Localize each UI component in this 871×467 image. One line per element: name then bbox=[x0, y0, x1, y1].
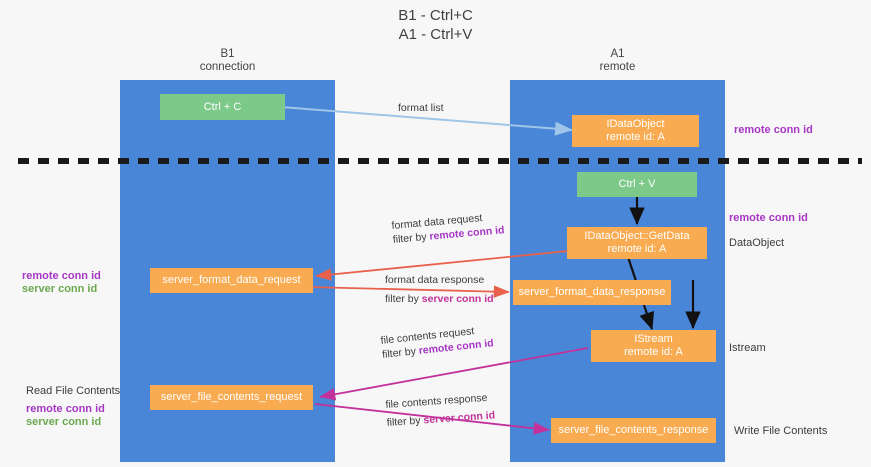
box-ctrl-c-label: Ctrl + C bbox=[203, 100, 242, 113]
filter-prefix: filter by bbox=[386, 414, 424, 429]
column-header-a1-role: remote bbox=[599, 61, 636, 73]
edge-format-data-request bbox=[315, 249, 579, 281]
left-tag-remote-conn-id-bottom: remote conn id bbox=[26, 403, 105, 415]
left-tag-remote-conn-id-mid: remote conn id bbox=[22, 270, 101, 282]
edge-label-format-data-response-filter: filter by server conn id bbox=[385, 292, 494, 306]
box-server-file-contents-request-label: server_file_contents_request bbox=[160, 391, 303, 403]
edge-format-data-response bbox=[306, 285, 510, 298]
edge-format-list bbox=[280, 106, 573, 136]
box-idataobject[interactable]: IDataObject remote id: A bbox=[572, 115, 699, 147]
column-header-b1: B1 connection bbox=[150, 48, 305, 74]
left-label-read-file-contents: Read File Contents bbox=[26, 385, 121, 397]
box-server-file-contents-response[interactable]: server_file_contents_response bbox=[551, 418, 716, 443]
page-title: B1 - Ctrl+C A1 - Ctrl+V bbox=[0, 6, 871, 44]
edge-file-contents-request bbox=[319, 347, 589, 401]
filter-prefix: filter by bbox=[385, 293, 422, 305]
right-label-istream: Istream bbox=[729, 342, 766, 354]
box-ctrl-v[interactable]: Ctrl + V bbox=[577, 172, 697, 197]
box-istream-line1: IStream bbox=[634, 333, 673, 345]
edge-file-contents-response bbox=[314, 403, 550, 435]
box-server-format-data-response-label: server_format_data_response bbox=[518, 286, 666, 298]
right-label-write-file-contents: Write File Contents bbox=[734, 425, 828, 437]
box-server-file-contents-request[interactable]: server_file_contents_request bbox=[150, 385, 313, 410]
edge-label-format-data-response-title: format data response bbox=[385, 274, 485, 286]
edge-label-format-data-response: format data response filter by server co… bbox=[385, 273, 494, 306]
filter-key-server-conn-id: server conn id bbox=[421, 293, 494, 305]
right-tag-remote-conn-id-mid: remote conn id bbox=[729, 212, 808, 224]
box-getdata-line2: remote id: A bbox=[607, 243, 667, 255]
box-server-file-contents-response-label: server_file_contents_response bbox=[558, 424, 709, 436]
left-tag-server-conn-id-mid: server conn id bbox=[22, 283, 98, 295]
box-ctrl-v-label: Ctrl + V bbox=[618, 178, 656, 190]
box-istream[interactable]: IStream remote id: A bbox=[591, 330, 716, 362]
right-tag-remote-conn-id-top: remote conn id bbox=[734, 124, 813, 136]
column-header-a1-name: A1 bbox=[610, 48, 625, 60]
box-server-format-data-request-label: server_format_data_request bbox=[162, 274, 301, 286]
title-line-1: B1 - Ctrl+C bbox=[398, 7, 473, 24]
right-label-dataobject: DataObject bbox=[729, 237, 785, 249]
box-getdata[interactable]: IDataObject::GetData remote id: A bbox=[567, 227, 707, 259]
box-idataobject-line2: remote id: A bbox=[606, 131, 665, 143]
edge-label-format-list: format list bbox=[398, 102, 444, 114]
left-tag-server-conn-id-bottom: server conn id bbox=[26, 416, 102, 428]
box-ctrl-c[interactable]: Ctrl + C bbox=[160, 94, 285, 120]
filter-prefix: filter by bbox=[381, 345, 420, 361]
column-header-b1-role: connection bbox=[199, 61, 256, 73]
box-idataobject-line1: IDataObject bbox=[606, 118, 665, 130]
filter-prefix: filter by bbox=[392, 230, 430, 246]
column-header-b1-name: B1 bbox=[220, 48, 235, 60]
title-line-2: A1 - Ctrl+V bbox=[398, 26, 473, 43]
box-istream-line2: remote id: A bbox=[624, 346, 683, 358]
column-header-a1: A1 remote bbox=[540, 48, 695, 74]
box-server-format-data-response[interactable]: server_format_data_response bbox=[513, 280, 671, 305]
box-getdata-line1: IDataObject::GetData bbox=[584, 230, 690, 242]
box-server-format-data-request[interactable]: server_format_data_request bbox=[150, 268, 313, 293]
